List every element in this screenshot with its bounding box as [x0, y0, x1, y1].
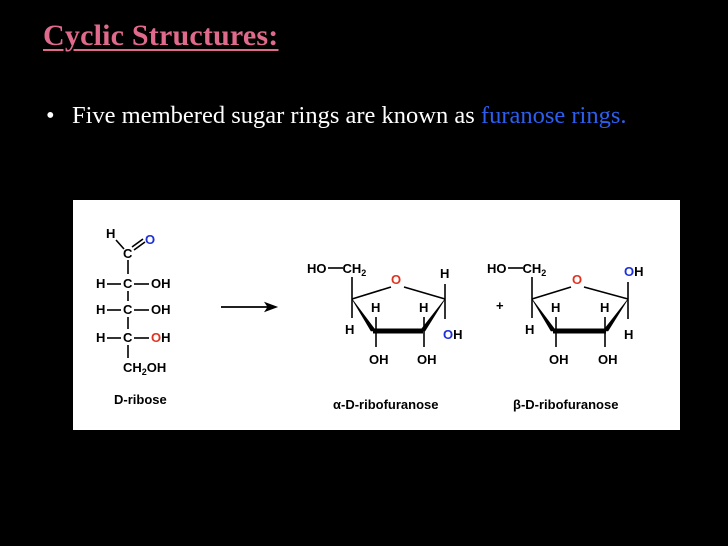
- beta-c2-oh: OH: [598, 352, 618, 367]
- dribose-c2-c: C: [123, 276, 133, 291]
- dribose-c3-oh: OH: [151, 302, 171, 317]
- reaction-arrow: [221, 301, 279, 313]
- dribose-c4-oh: OH: [151, 330, 171, 345]
- slide-title: Cyclic Structures:: [43, 19, 279, 52]
- dribose-c1-c: C: [123, 246, 133, 261]
- furanose-highlight: furanose rings.: [480, 102, 627, 129]
- bullet-text-main: Five membered sugar rings are known as: [72, 102, 481, 129]
- alpha-ring-o: O: [391, 272, 401, 287]
- bond-c1-o-b: [133, 241, 146, 251]
- d-ribose-structure: H C O H C OH H C OH H C OH: [96, 226, 171, 407]
- plus-sign: +: [496, 298, 504, 313]
- dribose-c2-oh: OH: [151, 276, 171, 291]
- dribose-c4-h: H: [96, 330, 105, 345]
- alpha-c2-h: H: [419, 300, 428, 315]
- dribose-c1-o: O: [145, 232, 155, 247]
- bullet-text: Five membered sugar rings are known as f…: [46, 100, 686, 132]
- alpha-c1-oh: OH: [443, 327, 463, 342]
- beta-c1-h: H: [624, 327, 633, 342]
- beta-c3-h: H: [551, 300, 560, 315]
- bullet-marker: •: [46, 102, 55, 129]
- dribose-c1-h: H: [106, 226, 115, 241]
- alpha-c1-h: H: [440, 266, 449, 281]
- structure-figure-panel: H C O H C OH H C OH H C OH: [73, 200, 680, 430]
- alpha-c3-oh: OH: [369, 352, 389, 367]
- beta-c3-oh: OH: [549, 352, 569, 367]
- beta-caption: β-D-ribofuranose: [513, 397, 618, 412]
- bullet-point: • Five membered sugar rings are known as…: [46, 100, 686, 132]
- beta-c1-oh: OH: [624, 264, 644, 279]
- bond-h-c1: [115, 239, 125, 250]
- beta-c2-h: H: [600, 300, 609, 315]
- alpha-caption: α-D-ribofuranose: [333, 397, 439, 412]
- dribose-c3-h: H: [96, 302, 105, 317]
- alpha-c4-h: H: [345, 322, 354, 337]
- alpha-c2-oh: OH: [417, 352, 437, 367]
- dribose-c3-c: C: [123, 302, 133, 317]
- bond-c1-o-a: [131, 238, 144, 248]
- alpha-c3-h: H: [371, 300, 380, 315]
- dribose-c2-h: H: [96, 276, 105, 291]
- dribose-c4-c: C: [123, 330, 133, 345]
- beta-ring-o: O: [572, 272, 582, 287]
- dribose-caption: D-ribose: [114, 392, 167, 407]
- dribose-c5: CH2OH: [123, 360, 166, 377]
- ribose-structure-diagram: H C O H C OH H C OH H C OH: [96, 226, 644, 412]
- beta-c4-h: H: [525, 322, 534, 337]
